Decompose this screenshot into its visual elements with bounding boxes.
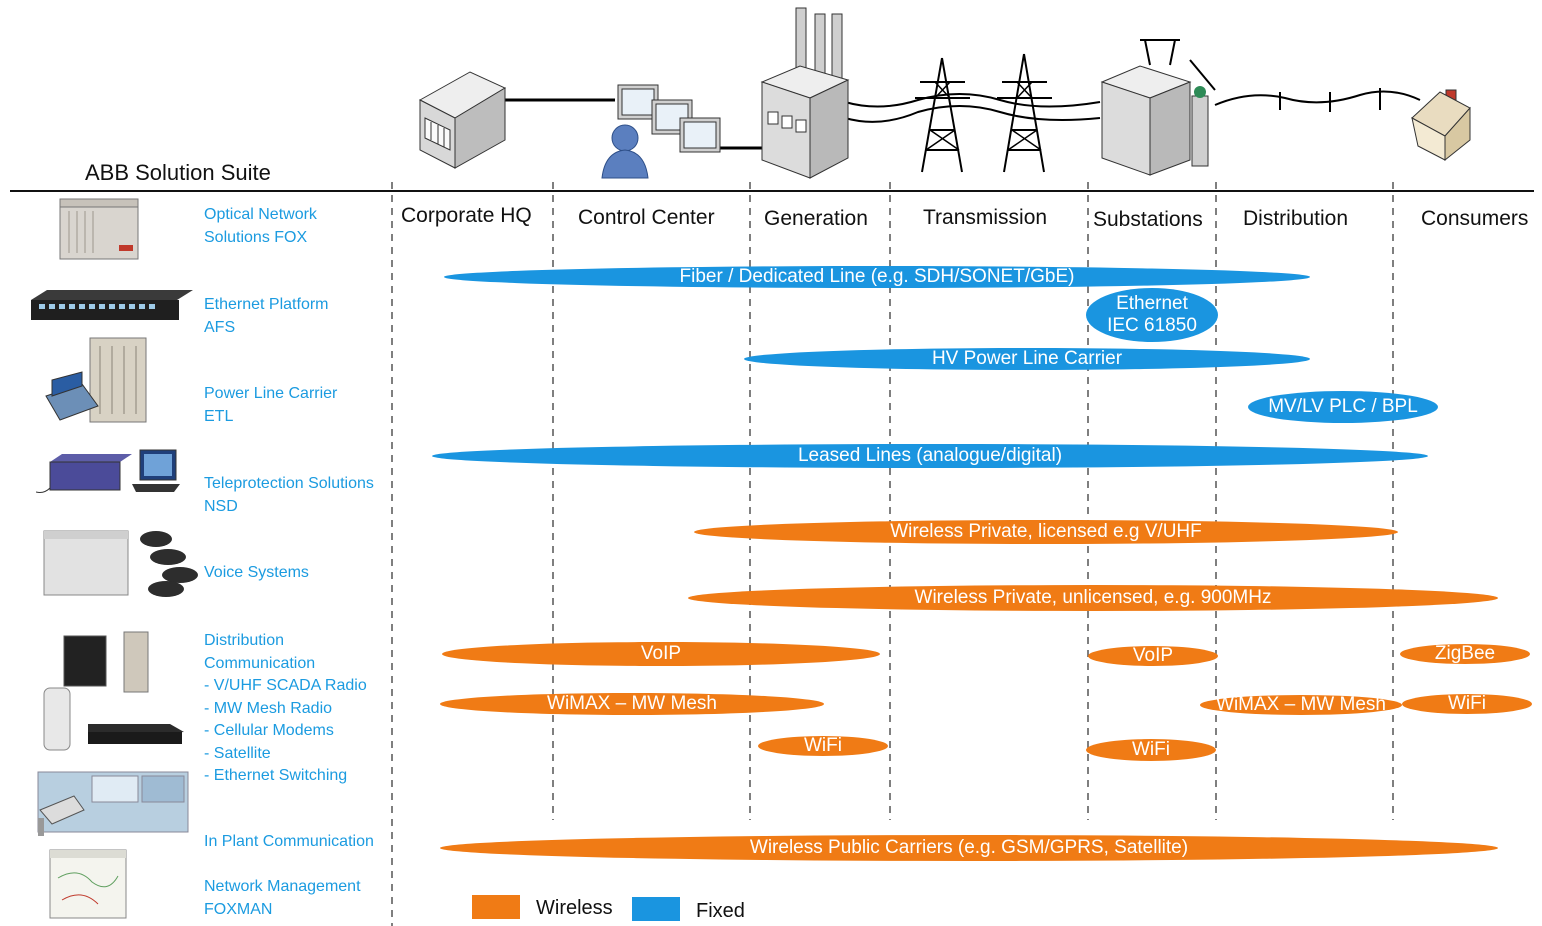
band-voip-substations: VoIP xyxy=(1088,645,1218,666)
band-wifi-consumers: WiFi xyxy=(1402,693,1532,714)
product-fox-line: Solutions FOX xyxy=(204,228,308,246)
suite-title: ABB Solution Suite xyxy=(85,160,271,185)
product-etl-line: Power Line Carrier xyxy=(204,385,338,402)
product-voice-line: Voice Systems xyxy=(204,564,309,581)
product-foxman-line: FOXMAN xyxy=(204,900,273,918)
infrastructure-illustration xyxy=(418,7,1471,179)
power-plant-icon xyxy=(760,7,850,179)
band-wifi-substations: WiFi xyxy=(1086,739,1216,761)
product-foxman[interactable]: Network Management FOXMAN xyxy=(204,876,361,921)
fox-rack-image xyxy=(59,198,139,260)
band-zigbee: ZigBee xyxy=(1400,643,1530,664)
product-distcomm-line: - Cellular Modems xyxy=(204,722,334,739)
voice-phones-image xyxy=(43,530,198,597)
product-distcomm-line: - V/UHF SCADA Radio xyxy=(204,677,367,694)
product-afs-line: AFS xyxy=(204,318,236,336)
zone-label-transmission: Transmission xyxy=(923,206,1048,229)
corporate-hq-building-icon xyxy=(418,71,507,169)
plc-cabinet-image xyxy=(45,337,147,423)
zone-label-corporate-hq: Corporate HQ xyxy=(401,204,532,227)
zone-label-generation: Generation xyxy=(764,207,868,230)
product-distcomm-line: - MW Mesh Radio xyxy=(204,699,333,717)
product-distcomm-line: Distribution xyxy=(204,632,285,649)
product-distcomm-line: Communication xyxy=(204,654,316,672)
band-leased-lines: Leased Lines (analogue/digital) xyxy=(432,444,1428,468)
distribution-line-icon xyxy=(1279,88,1381,112)
band-fiber-dedicated-line: Fiber / Dedicated Line (e.g. SDH/SONET/G… xyxy=(444,266,1310,288)
legend-label-fixed: Fixed xyxy=(696,900,745,922)
product-nsd-line: Teleprotection Solutions xyxy=(204,475,374,492)
band-mv-lv-plc-bpl: MV/LV PLC / BPL xyxy=(1248,391,1438,423)
zone-label-substations: Substations xyxy=(1093,208,1203,231)
band-wireless-public-carriers: Wireless Public Carriers (e.g. GSM/GPRS,… xyxy=(440,835,1498,861)
zone-label-distribution: Distribution xyxy=(1243,207,1349,230)
band-wireless-private-unlicensed: Wireless Private, unlicensed, e.g. 900MH… xyxy=(688,585,1498,611)
network-map-image xyxy=(49,849,127,919)
product-foxman-line: Network Management xyxy=(204,878,361,895)
product-distcomm-line: - Satellite xyxy=(204,744,271,762)
product-fox-line: Optical Network xyxy=(204,206,317,223)
control-center-operator-icon xyxy=(601,84,721,179)
product-voice-systems[interactable]: Voice Systems xyxy=(204,562,309,585)
distribution-radio-image xyxy=(43,631,184,751)
band-wifi-generation: WiFi xyxy=(758,735,888,756)
in-plant-camera-image xyxy=(37,771,189,836)
band-hv-power-line-carrier: HV Power Line Carrier xyxy=(744,348,1310,370)
consumer-house-icon xyxy=(1411,89,1471,162)
zone-label-control-center: Control Center xyxy=(578,206,715,229)
substation-icon xyxy=(1100,39,1216,176)
product-etl-line: ETL xyxy=(204,407,234,425)
product-distcomm-line: - Ethernet Switching xyxy=(204,767,348,784)
legend-label-wireless: Wireless xyxy=(536,897,613,919)
product-nsd-line: NSD xyxy=(204,497,238,515)
legend-swatch-fixed xyxy=(632,897,680,921)
product-inplant-line: In Plant Communication xyxy=(204,833,374,850)
product-nsd[interactable]: Teleprotection Solutions NSD xyxy=(204,473,374,518)
band-wimax-mw-mesh-hq: WiMAX – MW Mesh xyxy=(440,693,824,715)
product-distribution-communication[interactable]: Distribution Communication - V/UHF SCADA… xyxy=(204,630,367,788)
product-afs-line: Ethernet Platform xyxy=(204,296,329,313)
teleprotection-device-image xyxy=(36,449,180,493)
band-wireless-private-licensed: Wireless Private, licensed e.g V/UHF xyxy=(694,520,1398,544)
band-voip-hq: VoIP xyxy=(442,642,880,666)
transmission-tower-icon xyxy=(915,53,1052,173)
product-afs[interactable]: Ethernet Platform AFS xyxy=(204,294,329,339)
ethernet-switch-image xyxy=(31,290,193,320)
band-wimax-mw-mesh-distribution: WiMAX – MW Mesh xyxy=(1200,694,1402,715)
legend-swatch-wireless xyxy=(472,895,520,919)
zone-label-consumers: Consumers xyxy=(1421,207,1529,230)
product-in-plant-communication[interactable]: In Plant Communication xyxy=(204,831,374,854)
product-fox[interactable]: Optical Network Solutions FOX xyxy=(204,204,317,249)
product-etl[interactable]: Power Line Carrier ETL xyxy=(204,383,337,428)
